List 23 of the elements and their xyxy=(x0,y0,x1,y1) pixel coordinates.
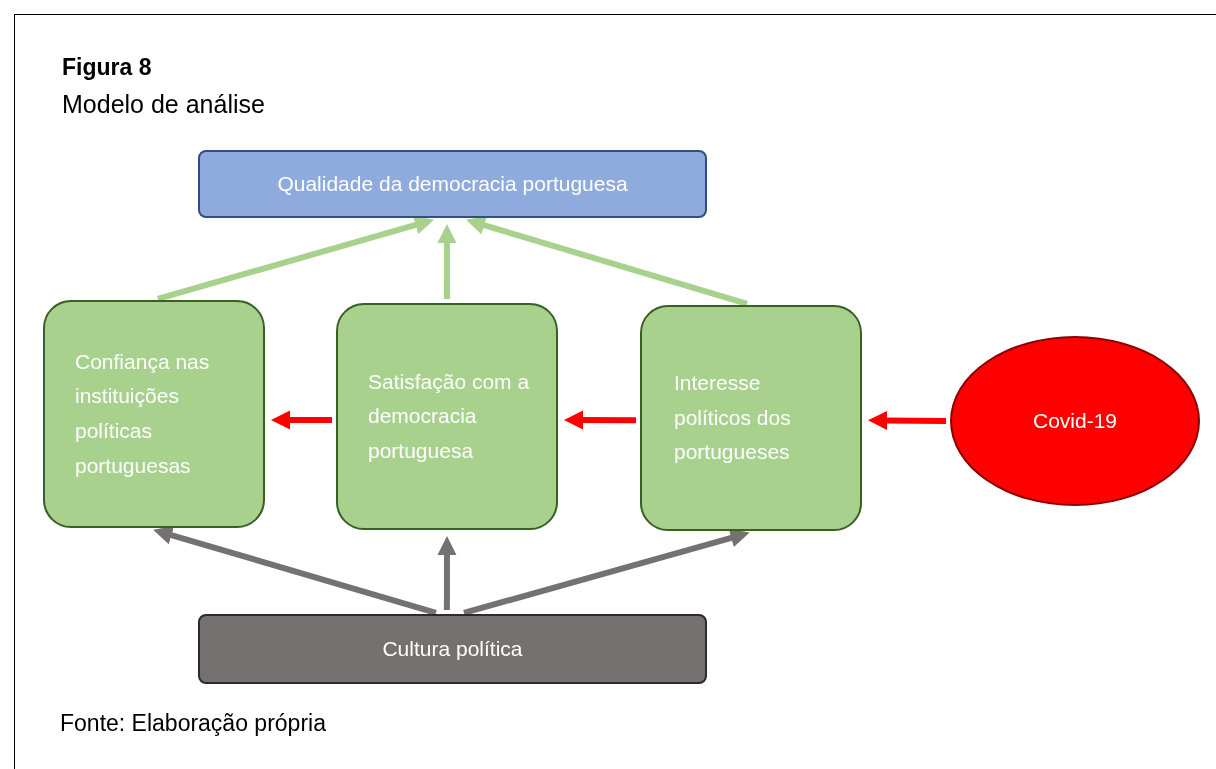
factor-box xyxy=(43,300,265,528)
node-label: Interesse políticos dos portugueses xyxy=(674,370,792,466)
outcome-box xyxy=(198,150,707,218)
node-label: Cultura política xyxy=(382,635,523,662)
arrow xyxy=(153,525,437,616)
figure-subtitle: Modelo de análise xyxy=(62,90,265,119)
context-box xyxy=(198,614,707,684)
figure-title: Figura 8 xyxy=(62,54,152,81)
arrow xyxy=(437,536,457,610)
arrow xyxy=(463,528,750,616)
node-label: Qualidade da democracia portuguesa xyxy=(277,170,628,197)
node-label: Confiança nas instituições políticas portuguesas xyxy=(75,348,211,479)
factor-box xyxy=(640,305,862,531)
arrow xyxy=(271,410,332,430)
factor-box xyxy=(336,303,558,530)
node-label: Satisfação com a democracia portuguesa xyxy=(368,368,531,464)
source-note: Fonte: Elaboração própria xyxy=(60,710,326,737)
arrow xyxy=(868,410,947,431)
arrow xyxy=(157,215,434,302)
arrow xyxy=(564,410,636,430)
arrow xyxy=(437,224,457,299)
node-label: Covid-19 xyxy=(1032,407,1117,434)
arrow xyxy=(465,216,749,307)
